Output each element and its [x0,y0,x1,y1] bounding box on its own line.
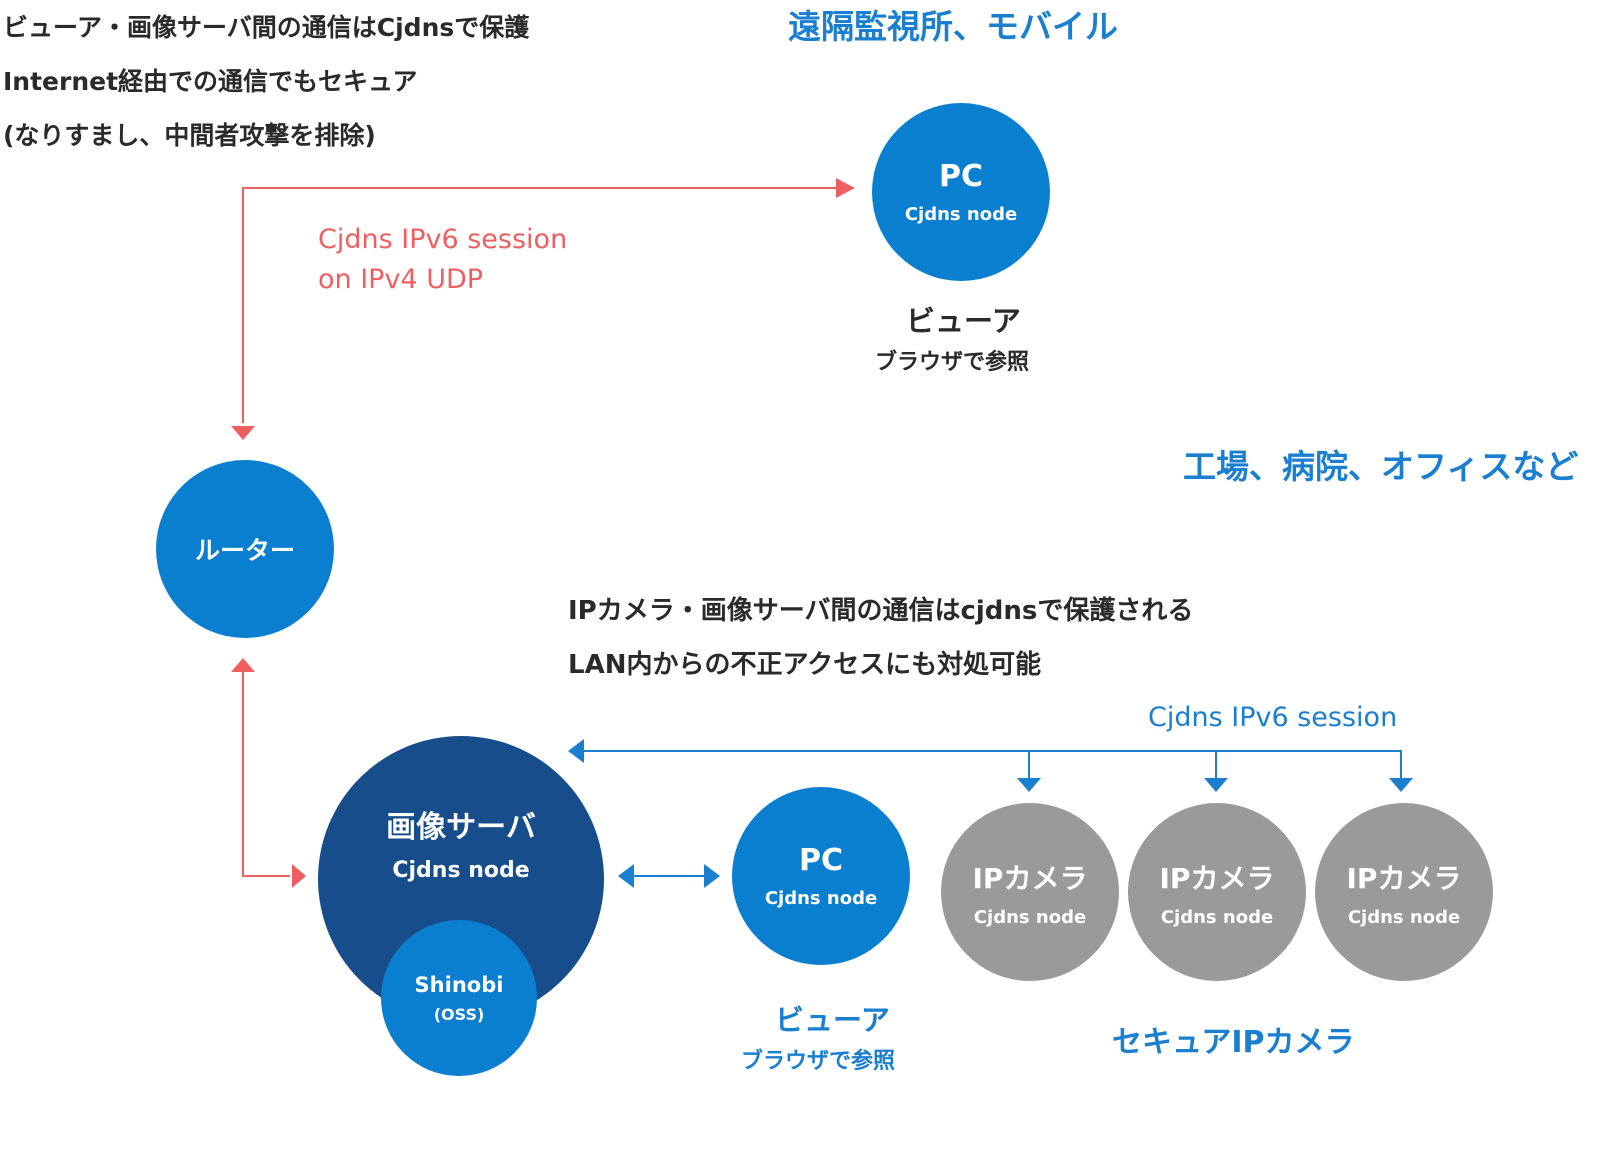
lan-connector-line [242,664,290,877]
arrowhead-to-router-bottom [231,658,255,672]
local-note-line-2: LAN内からの不正アクセスにも対処可能 [568,650,1042,680]
router-title: ルーター [194,536,295,565]
arrowhead-to-remote-pc [836,178,855,198]
local-pc-sub: Cjdns node [764,888,878,909]
arrowhead-bus-to-server [568,739,584,763]
local-pc-title: PC [798,843,843,878]
ip-camera-1-title: IPカメラ [972,861,1088,895]
shinobi-title: Shinobi [414,972,504,997]
ip-camera-3-sub: Cjdns node [1347,906,1461,928]
arrowhead-to-server [618,864,634,888]
secure-ip-camera-label: セキュアIPカメラ [1112,1025,1355,1060]
arrowhead-to-router-top [231,426,255,440]
ip-camera-2-sub: Cjdns node [1160,906,1274,928]
arrowhead-to-camera-2 [1204,778,1228,792]
router-node: ルーター [156,460,334,638]
ip-camera-3-title: IPカメラ [1346,861,1462,895]
top-note-line-1: ビューア・画像サーバ間の通信はCjdnsで保護 [3,13,530,42]
remote-pc-node: PC Cjdns node [872,103,1050,281]
top-note-line-2: Internet経由での通信でもセキュア [3,67,418,96]
arrowhead-to-camera-3 [1389,778,1413,792]
local-pc-node: PC Cjdns node [732,787,910,965]
wan-session-label-line-1: Cjdns IPv6 session [318,224,568,255]
arrowhead-to-camera-1 [1017,778,1041,792]
wan-connector-line [242,187,848,423]
local-viewer-label: ビューア [775,1003,890,1037]
remote-viewer-label: ビューア [906,304,1021,338]
shinobi-node: Shinobi (OSS) [381,920,537,1076]
ip-camera-2-title: IPカメラ [1159,861,1275,895]
top-note-line-3: (なりすまし、中間者攻撃を排除) [3,121,376,150]
ip-camera-node-1: IPカメラ Cjdns node [941,803,1119,981]
arrowhead-to-local-pc [704,864,720,888]
arrowhead-to-image-server [292,864,306,888]
remote-pc-title: PC [938,159,983,194]
lan-session-label: Cjdns IPv6 session [1148,702,1398,733]
wan-session-label-line-2: on IPv4 UDP [318,264,484,295]
remote-viewer-sub: ブラウザで参照 [875,350,1030,375]
remote-site-title: 遠隔監視所、モバイル [788,7,1118,46]
local-site-title: 工場、病院、オフィスなど [1183,447,1579,486]
ip-camera-node-2: IPカメラ Cjdns node [1128,803,1306,981]
ip-camera-node-3: IPカメラ Cjdns node [1315,803,1493,981]
image-server-sub: Cjdns node [392,858,530,883]
image-server-title: 画像サーバ [386,810,536,845]
shinobi-sub: (OSS) [433,1004,485,1024]
ip-camera-1-sub: Cjdns node [973,906,1087,928]
local-note-line-1: IPカメラ・画像サーバ間の通信はcjdnsで保護される [568,596,1194,626]
local-viewer-sub: ブラウザで参照 [741,1049,896,1074]
remote-pc-sub: Cjdns node [904,204,1018,225]
